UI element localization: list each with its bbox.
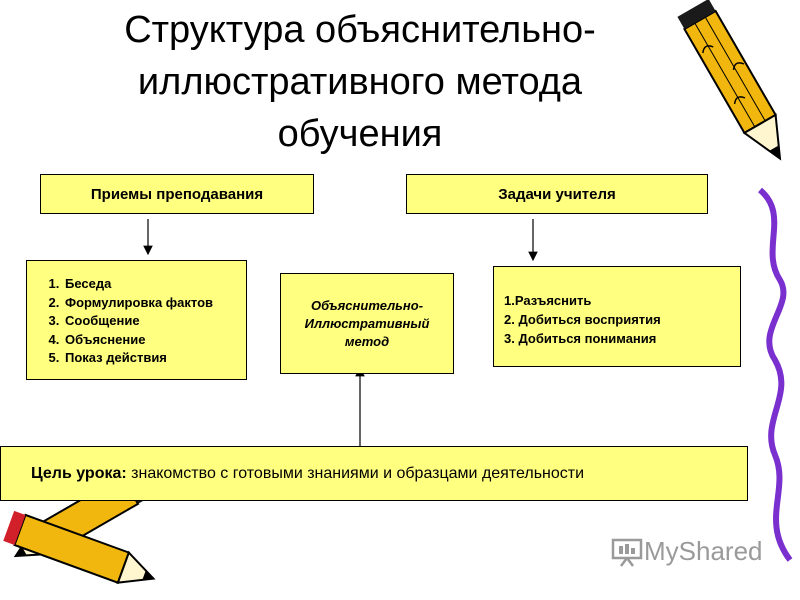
list-item: Сообщение bbox=[63, 312, 246, 331]
techniques-header-box: Приемы преподавания bbox=[40, 174, 314, 214]
tasks-header-box: Задачи учителя bbox=[406, 174, 708, 214]
tasks-list-box: 1.Разъяснить 2. Добиться восприятия 3. Д… bbox=[493, 266, 741, 367]
list-item: Беседа bbox=[63, 275, 246, 294]
lesson-goal-box: Цель урока: знакомство с готовыми знания… bbox=[0, 446, 748, 501]
list-item: 2. Добиться восприятия bbox=[504, 312, 661, 327]
techniques-list-box: Беседа Формулировка фактов Сообщение Объ… bbox=[26, 260, 247, 380]
presentation-icon bbox=[611, 538, 643, 567]
purple-ribbon bbox=[757, 187, 793, 562]
list-item: Объяснение bbox=[63, 331, 246, 350]
list-item: 1.Разъяснить bbox=[504, 293, 592, 308]
pencil-icon bbox=[3, 510, 156, 584]
list-item: 3. Добиться понимания bbox=[504, 331, 657, 346]
watermark-text: MyShared bbox=[644, 536, 763, 566]
method-box: Объяснительно-Иллюстративный метод bbox=[280, 273, 454, 374]
list-item: Формулировка фактов bbox=[63, 294, 246, 313]
goal-label: Цель урока: bbox=[31, 464, 127, 482]
techniques-list: Беседа Формулировка фактов Сообщение Объ… bbox=[35, 275, 246, 368]
watermark: MyShared bbox=[610, 536, 763, 567]
pencil-icon bbox=[677, 0, 782, 161]
goal-text: знакомство с готовыми знаниями и образца… bbox=[131, 464, 585, 482]
list-item: Показ действия bbox=[63, 349, 246, 368]
diagram-title: Структура объяснительно-иллюстративного … bbox=[124, 9, 596, 155]
